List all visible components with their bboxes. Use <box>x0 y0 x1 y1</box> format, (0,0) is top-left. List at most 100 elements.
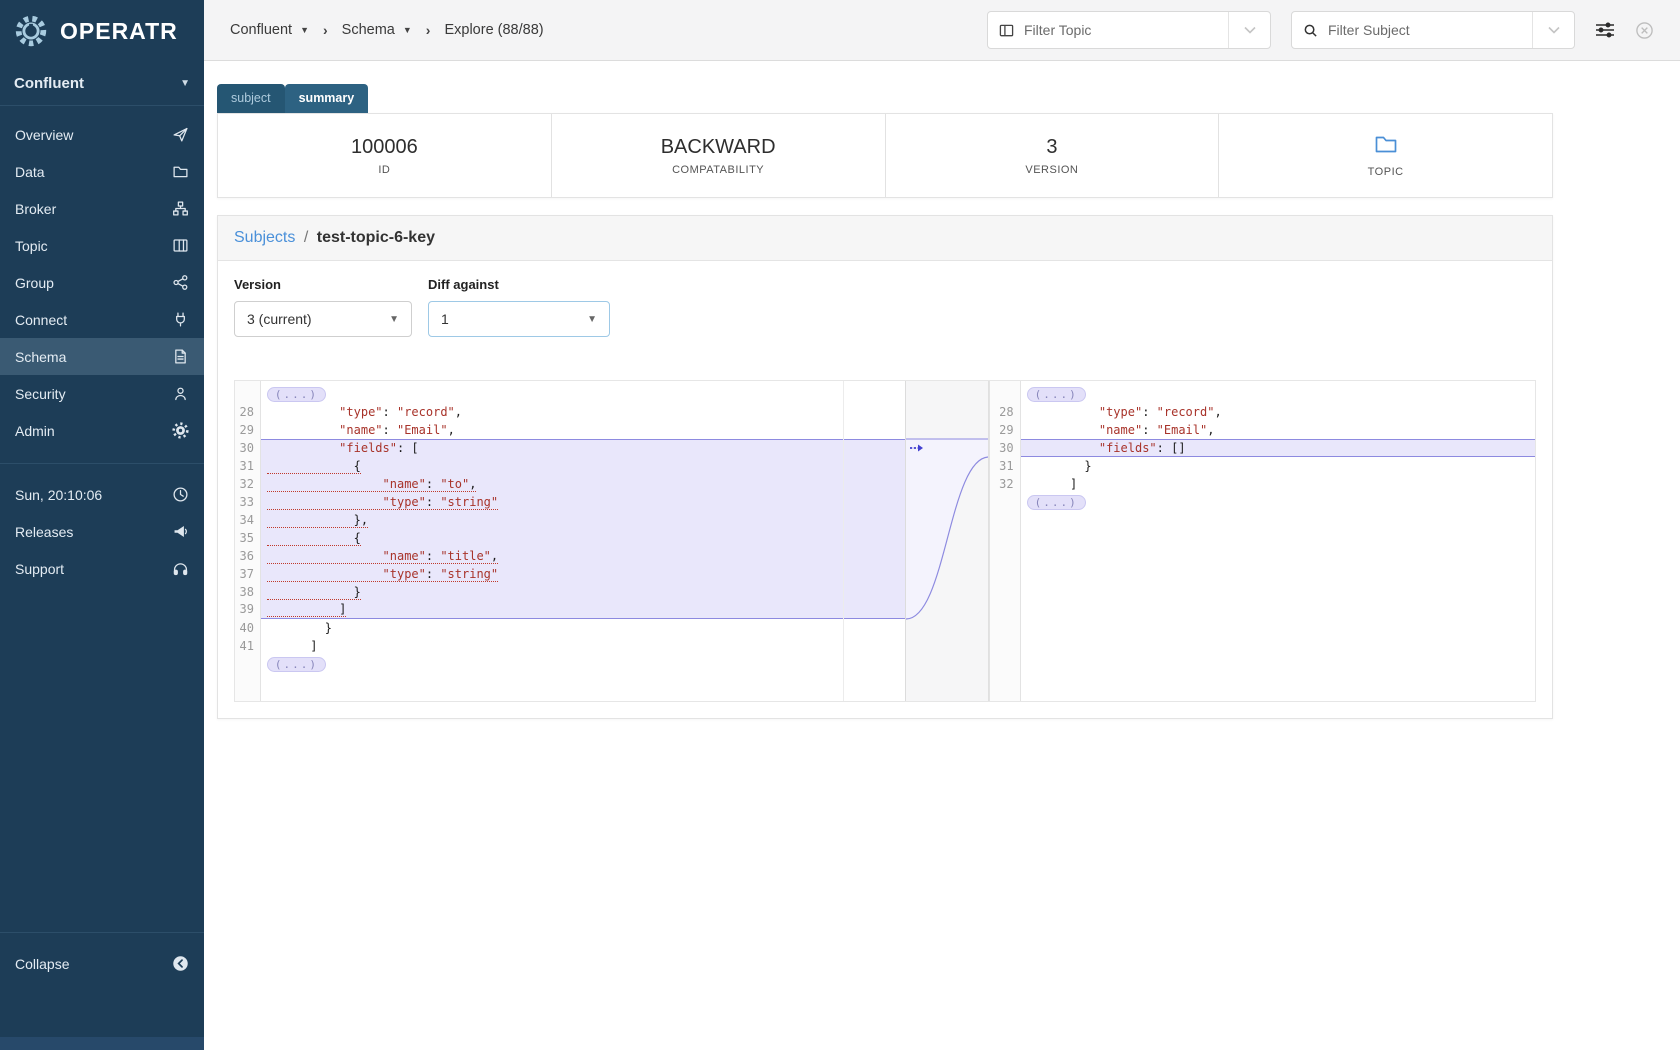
line-number: 37 <box>239 567 254 581</box>
line-number: 29 <box>239 423 254 437</box>
collapse-icon <box>172 955 189 972</box>
tab-summary[interactable]: summary <box>284 84 369 113</box>
filter-topic-input[interactable] <box>1022 21 1228 39</box>
line-number: 29 <box>999 423 1014 437</box>
version-select[interactable]: 3 (current) ▼ <box>234 301 412 337</box>
code-line: }, <box>260 511 844 529</box>
diff-ellipsis-row[interactable]: (...) <box>1021 493 1535 511</box>
sidebar-item-data[interactable]: Data <box>0 153 204 190</box>
diff-ellipsis-row[interactable]: (...) <box>1021 385 1535 403</box>
topic-link[interactable] <box>1374 133 1398 161</box>
breadcrumb-item[interactable]: Explore (88/88) <box>444 22 544 38</box>
sidebar-item-security[interactable]: Security <box>0 375 204 412</box>
breadcrumb-chevron-icon: › <box>323 22 328 38</box>
breadcrumb: Confluent▼›Schema▼›Explore (88/88) <box>230 22 544 38</box>
sidebar-item-schema[interactable]: Schema <box>0 338 204 375</box>
line-number: 31 <box>999 459 1014 473</box>
breadcrumb-item[interactable]: Schema▼ <box>341 22 412 38</box>
sidebar-item-label: Sun, 20:10:06 <box>15 486 103 503</box>
app-logo[interactable]: OPERATR <box>0 0 204 62</box>
stat-label: VERSION <box>1025 163 1079 176</box>
sidebar-footer-strip <box>0 1037 204 1050</box>
line-number: 38 <box>239 585 254 599</box>
stat-label: COMPATABILITY <box>672 163 765 176</box>
sidebar-item-overview[interactable]: Overview <box>0 116 204 153</box>
topbar: Confluent▼›Schema▼›Explore (88/88) <box>204 0 1680 61</box>
code-line: "name": "Email", <box>339 423 455 437</box>
code-line: } <box>260 583 844 601</box>
code-line: { <box>260 457 844 475</box>
code-line: ] <box>1026 477 1078 491</box>
send-icon <box>172 126 189 143</box>
line-number: 32 <box>999 477 1014 491</box>
cluster-selector[interactable]: Confluent ▼ <box>0 62 204 106</box>
line-number: 28 <box>999 405 1014 419</box>
diff-ellipsis-row[interactable]: (...) <box>261 655 843 673</box>
stat-value: 100006 <box>351 135 418 158</box>
sidebar-item-clock[interactable]: Sun, 20:10:06 <box>0 476 204 513</box>
line-number: 34 <box>239 513 254 527</box>
code-line: { <box>260 529 844 547</box>
plug-icon <box>172 311 189 328</box>
subject-card: Subjects / test-topic-6-key Version 3 (c… <box>217 215 1553 719</box>
code-line: } <box>1026 459 1092 473</box>
sidebar-item-label: Schema <box>15 348 67 365</box>
sidebar-item-label: Overview <box>15 126 74 143</box>
clear-filters-icon[interactable] <box>1635 21 1654 40</box>
sidebar-item-label: Admin <box>15 422 55 439</box>
filter-settings-icon[interactable] <box>1595 21 1615 39</box>
line-number: 30 <box>239 441 254 455</box>
code-line: "type": "record", <box>339 405 463 419</box>
diff-right-gutter: 28 29 30 31 32 <box>988 381 1021 701</box>
left-change-block <box>844 439 905 619</box>
filter-subject-dropdown[interactable] <box>1532 12 1574 48</box>
sidebar-item-admin[interactable]: Admin <box>0 412 204 449</box>
filter-subject-input[interactable] <box>1326 21 1532 39</box>
tab-subject[interactable]: subject <box>217 84 285 113</box>
collapsed-lines-badge[interactable]: (...) <box>1026 495 1086 510</box>
gear-icon <box>172 422 189 439</box>
diff-against-select[interactable]: 1 ▼ <box>428 301 610 337</box>
line-number: 30 <box>999 441 1014 455</box>
chevron-down-icon: ▼ <box>402 25 412 35</box>
chevron-down-icon: ▼ <box>180 78 190 89</box>
sidebar-item-label: Security <box>15 385 66 402</box>
user-icon <box>172 385 189 402</box>
collapsed-lines-badge[interactable]: (...) <box>266 387 327 402</box>
sidebar-item-collapse[interactable]: Collapse <box>0 945 204 982</box>
change-arrow-icon <box>909 444 923 452</box>
diff-left-code: (...) "type": "record", "name": "Email",… <box>260 381 845 701</box>
sidebar-item-label: Topic <box>15 237 48 254</box>
sidebar-item-connect[interactable]: Connect <box>0 301 204 338</box>
collapsed-lines-badge[interactable]: (...) <box>1026 387 1086 402</box>
sidebar-item-broker[interactable]: Broker <box>0 190 204 227</box>
sidebar-item-group[interactable]: Group <box>0 264 204 301</box>
collapsed-lines-badge[interactable]: (...) <box>266 657 327 672</box>
line-number: 41 <box>239 639 254 653</box>
gutter-row <box>235 385 260 403</box>
chevron-down-icon: ▼ <box>587 313 597 325</box>
subjects-link[interactable]: Subjects <box>234 229 296 246</box>
sidebar-item-releases[interactable]: Releases <box>0 513 204 550</box>
sidebar-item-label: Group <box>15 274 54 291</box>
breadcrumb-item[interactable]: Confluent▼ <box>230 22 309 38</box>
subject-title: test-topic-6-key <box>316 229 435 246</box>
filter-topic-dropdown[interactable] <box>1228 12 1270 48</box>
code-line: ] <box>266 639 318 653</box>
sidebar-item-topic[interactable]: Topic <box>0 227 204 264</box>
sidebar-item-label: Connect <box>15 311 68 328</box>
version-select-value: 3 (current) <box>247 311 312 327</box>
sidebar-item-support[interactable]: Support <box>0 550 204 587</box>
diff-ellipsis-row[interactable]: (...) <box>261 385 843 403</box>
gutter-row <box>235 655 260 673</box>
code-line: "type": "string" <box>260 565 844 583</box>
version-label: Version <box>234 277 281 292</box>
gutter-row <box>990 493 1020 511</box>
